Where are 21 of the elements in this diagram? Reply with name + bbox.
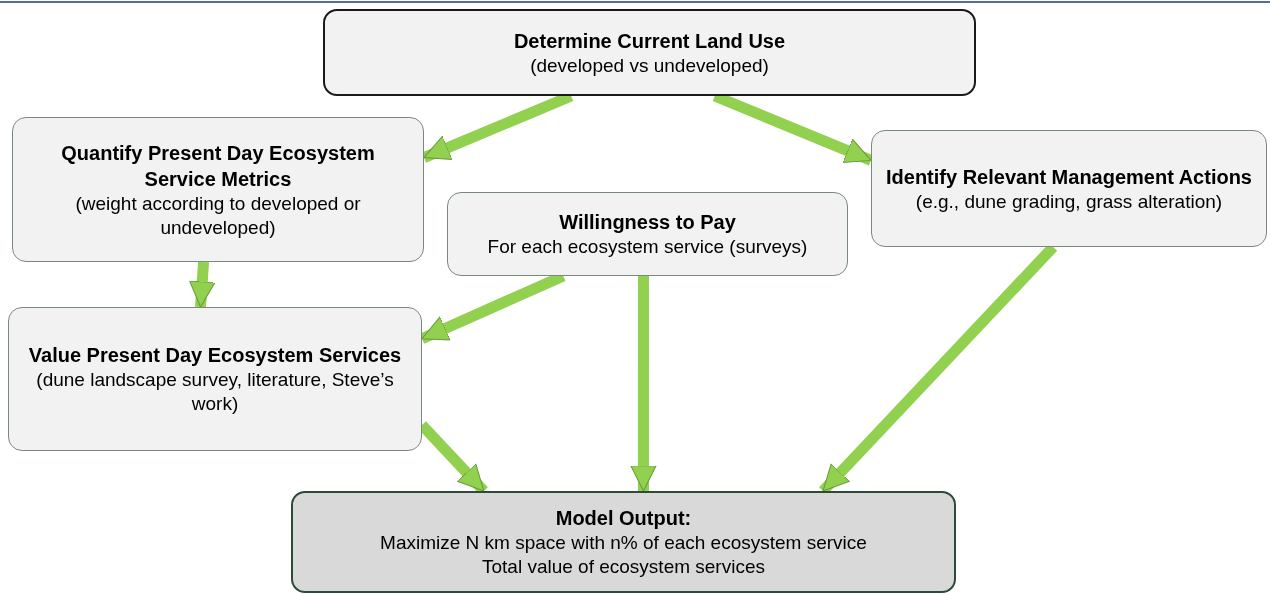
box-text: Total value of ecosystem services <box>482 555 765 579</box>
box-text: (developed vs undeveloped) <box>530 53 769 78</box>
box-heading: Willingness to Pay <box>559 210 736 235</box>
arrow <box>630 276 657 492</box>
box-heading: Identify Relevant Management Actions <box>886 164 1252 190</box>
process-box <box>12 117 424 262</box>
process-box <box>323 9 976 96</box>
box-heading: Value Present Day Ecosystem Services <box>28 343 402 368</box>
process-box <box>447 192 848 276</box>
arrow <box>189 261 216 308</box>
box-text: (dune landscape survey, literature, Steve’s work) <box>35 368 395 416</box>
box-text: Maximize N km space with n% of each ecosystem service <box>380 531 867 555</box>
box-text: (weight according to developed or undeveloped) <box>74 191 362 240</box>
process-box <box>8 307 422 451</box>
process-box <box>291 491 956 593</box>
box-heading: Quantify Present Day Ecosystem Service Metrics <box>60 140 376 192</box>
box-heading: Model Output: <box>555 506 692 531</box>
box-text: For each ecosystem service (surveys) <box>487 235 808 259</box>
box-heading: Determine Current Land Use <box>513 28 786 54</box>
process-box <box>871 130 1267 247</box>
box-text: (e.g., dune grading, grass alteration) <box>915 189 1223 214</box>
